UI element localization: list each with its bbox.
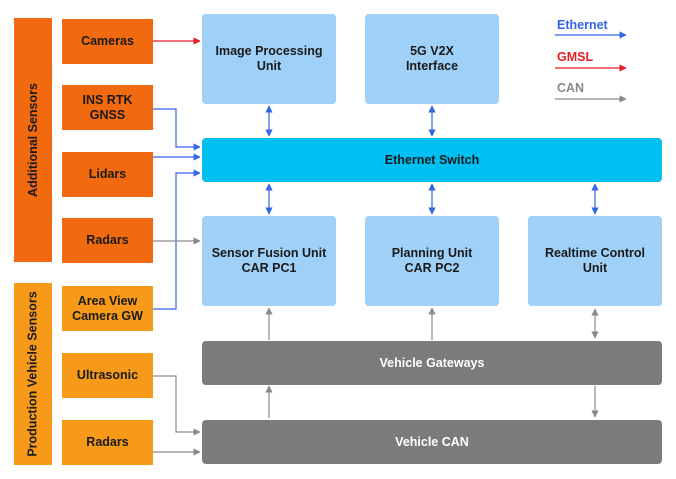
sensor-area-view-camera: Area View Camera GW	[62, 286, 153, 331]
group-additional-sensors: Additional Sensors	[14, 18, 52, 262]
unit-image-processing: Image Processing Unit	[202, 14, 336, 104]
ethernet-ins-link	[153, 108, 201, 151]
legend-gmsl-label: GMSL	[557, 50, 594, 64]
ethernet-switch: Ethernet Switch	[202, 138, 662, 182]
legend-ethernet-label: Ethernet	[557, 18, 608, 32]
sensor-radars-production: Radars	[62, 420, 153, 465]
unit-planning: Planning Unit CAR PC2	[365, 216, 499, 306]
group-production-label: Production Vehicle Sensors	[26, 291, 41, 457]
group-production-sensors: Production Vehicle Sensors	[14, 283, 52, 465]
sensor-radars-additional: Radars	[62, 218, 153, 263]
sensor-cameras: Cameras	[62, 19, 153, 64]
unit-5g-v2x: 5G V2X Interface	[365, 14, 499, 104]
can-ultrasonic-link	[153, 375, 201, 436]
sensor-lidars: Lidars	[62, 152, 153, 197]
vehicle-can: Vehicle CAN	[202, 420, 662, 464]
group-additional-label: Additional Sensors	[26, 83, 40, 197]
unit-realtime-control: Realtime Control Unit	[528, 216, 662, 306]
legend-can-label: CAN	[557, 81, 585, 95]
sensor-ins-rtk-gnss: INS RTK GNSS	[62, 85, 153, 130]
sensor-ultrasonic: Ultrasonic	[62, 353, 153, 398]
vehicle-gateways: Vehicle Gateways	[202, 341, 662, 385]
unit-sensor-fusion: Sensor Fusion Unit CAR PC1	[202, 216, 336, 306]
